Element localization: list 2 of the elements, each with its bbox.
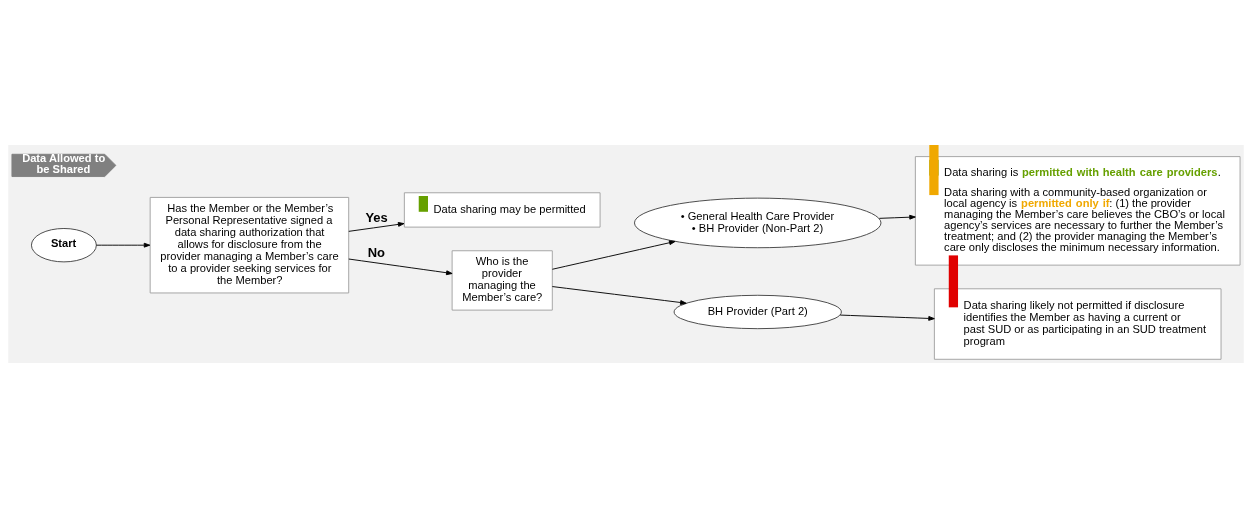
edge-label: Yes	[365, 210, 388, 226]
edge-label: No	[367, 245, 385, 261]
